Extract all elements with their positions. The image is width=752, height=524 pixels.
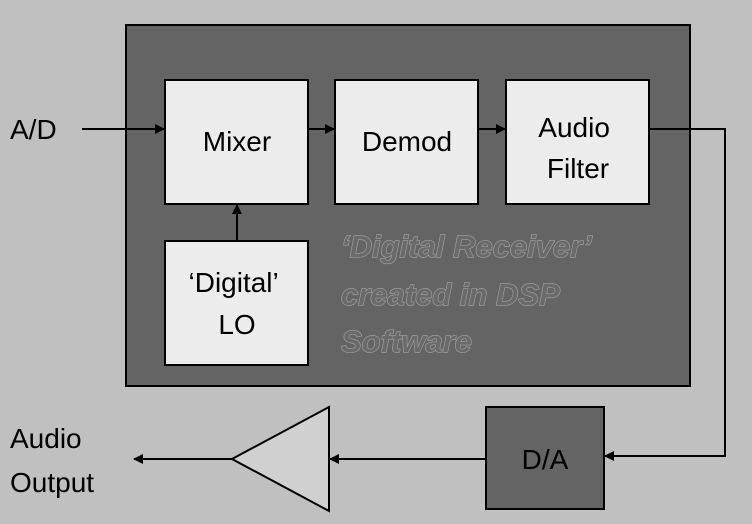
lo-label: ‘Digital’ LO [189, 267, 286, 340]
demod-label-line: Demod [362, 126, 452, 157]
audio-filter-label-line: Filter [547, 153, 609, 184]
mixer-label: Mixer [203, 126, 271, 157]
output-label-line: Output [10, 467, 94, 498]
output-label-line: Audio [10, 423, 82, 454]
dsp-caption-line: Software [341, 324, 472, 359]
filter-to-da-line [604, 128, 726, 461]
demod-label: Demod [362, 126, 452, 157]
input-label: A/D [10, 114, 57, 145]
output-label: Audio Output [10, 423, 94, 498]
amplifier-triangle [229, 405, 330, 513]
mixer-label-line: Mixer [203, 126, 271, 157]
demod-block [334, 79, 479, 205]
da-label: D/A [522, 444, 569, 475]
mixer-block [164, 79, 309, 205]
lo-label-line: LO [218, 309, 255, 340]
da-label-line: D/A [522, 444, 569, 475]
lo-label-line: ‘Digital’ [189, 267, 278, 298]
audio-filter-block [505, 79, 650, 205]
dsp-caption-line: created in DSP [341, 277, 560, 312]
da-block [485, 406, 605, 510]
audio-filter-label-line: Audio [538, 112, 610, 143]
dsp-caption: ‘Digital Receiver’ created in DSP Softwa… [341, 229, 599, 359]
lo-block [164, 240, 309, 366]
dsp-caption-line: ‘Digital Receiver’ [341, 229, 592, 264]
audio-filter-label: Audio Filter [538, 112, 617, 184]
